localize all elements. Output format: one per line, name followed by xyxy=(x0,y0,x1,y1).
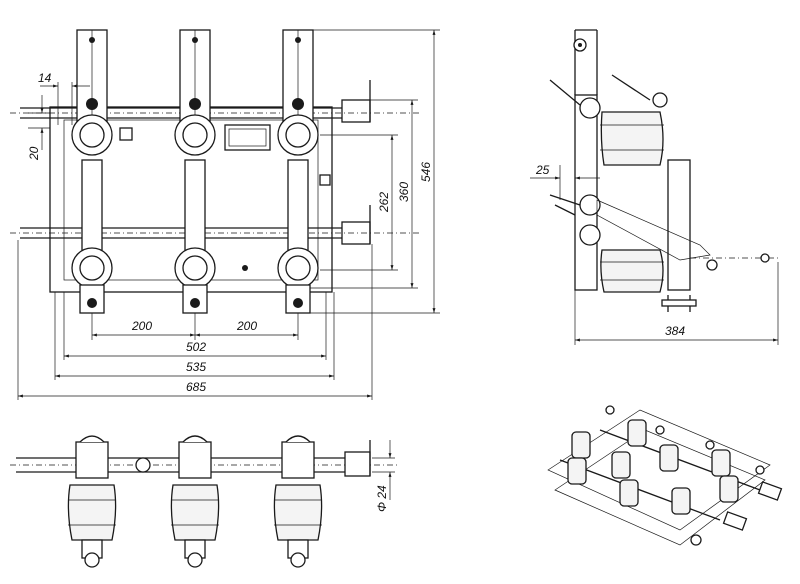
dim-535: 535 xyxy=(186,360,206,374)
dim-384: 384 xyxy=(665,324,685,338)
top-pole-1 xyxy=(67,435,117,568)
pole-2 xyxy=(174,29,216,314)
dim-14: 14 xyxy=(38,71,52,85)
dim-200-right: 200 xyxy=(236,319,257,333)
isometric-view xyxy=(547,405,783,546)
pole-1 xyxy=(71,29,113,314)
dim-262: 262 xyxy=(377,192,391,213)
top-pole-3 xyxy=(273,435,323,568)
front-view: 14 20 200 200 502 535 685 262 360 546 xyxy=(10,29,440,400)
dim-360: 360 xyxy=(397,182,411,202)
dim-200-left: 200 xyxy=(131,319,152,333)
dim-phi24: Φ 24 xyxy=(375,485,389,512)
dim-20: 20 xyxy=(27,146,41,161)
dim-25: 25 xyxy=(535,163,550,177)
side-view: 25 384 xyxy=(530,29,780,345)
dim-685: 685 xyxy=(186,380,206,394)
top-view: Φ 24 xyxy=(10,435,400,568)
pole-3 xyxy=(277,29,319,314)
top-pole-2 xyxy=(170,435,220,568)
dim-502: 502 xyxy=(186,340,206,354)
dim-546: 546 xyxy=(419,162,433,182)
